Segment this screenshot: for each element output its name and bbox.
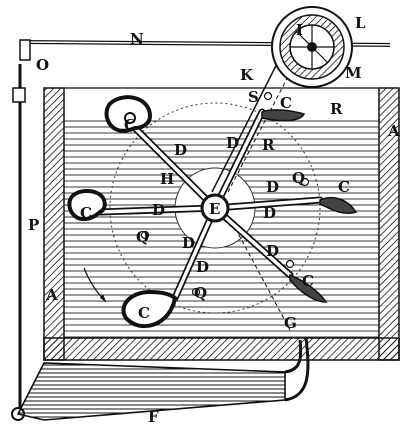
label-i: I (296, 21, 303, 39)
label-d5: D (263, 204, 276, 222)
label-o-top: O (36, 56, 49, 74)
bladder-collapsed-right (319, 196, 358, 215)
rod-p (11, 39, 31, 421)
label-c-top: C (280, 94, 292, 112)
label-d3: D (266, 178, 279, 196)
bladder-collapsed-lower (289, 273, 328, 303)
label-l: L (355, 14, 366, 32)
label-c-lowright: C (302, 272, 314, 290)
label-r-mid: R (262, 136, 275, 154)
bladder-collapsed-top (261, 109, 306, 122)
label-c-left: C (80, 204, 92, 222)
pulley-wheel (271, 6, 353, 88)
bellows-f (16, 337, 310, 421)
label-a-left: A (45, 286, 58, 304)
label-c-topleft: C (124, 116, 136, 134)
label-d8: D (196, 258, 209, 276)
tank-left-wall (43, 87, 65, 361)
label-d6: D (182, 234, 195, 252)
tank-floor (43, 337, 400, 361)
label-r-top: R (330, 100, 343, 118)
label-d1: D (174, 141, 187, 159)
label-m: M (345, 64, 362, 82)
bladders-inflated (67, 95, 178, 329)
label-d4: D (152, 201, 165, 219)
label-c-bottom: C (138, 304, 150, 322)
bladders-collapsed (261, 109, 358, 303)
label-d7: D (266, 242, 279, 260)
label-k: K (240, 66, 254, 84)
label-p: P (28, 216, 39, 234)
arms-inner (98, 110, 322, 300)
tank (43, 87, 400, 361)
label-s: S (248, 88, 259, 106)
label-c-right: C (338, 178, 350, 196)
label-h: H (160, 170, 174, 188)
hub-e (200, 193, 230, 223)
label-q2: Q (136, 228, 149, 246)
label-f: F (148, 408, 159, 426)
label-g: G (284, 314, 297, 332)
rotation-path (109, 102, 321, 314)
label-q1: Q (292, 169, 305, 187)
label-n: N (130, 30, 144, 48)
label-q3: Q (194, 284, 207, 302)
label-a-right: A (387, 122, 400, 140)
label-e: E (209, 200, 220, 218)
valves (140, 91, 310, 297)
label-d2: D (226, 134, 239, 152)
bladder-bottom (121, 289, 178, 329)
bladder-left (67, 189, 107, 221)
